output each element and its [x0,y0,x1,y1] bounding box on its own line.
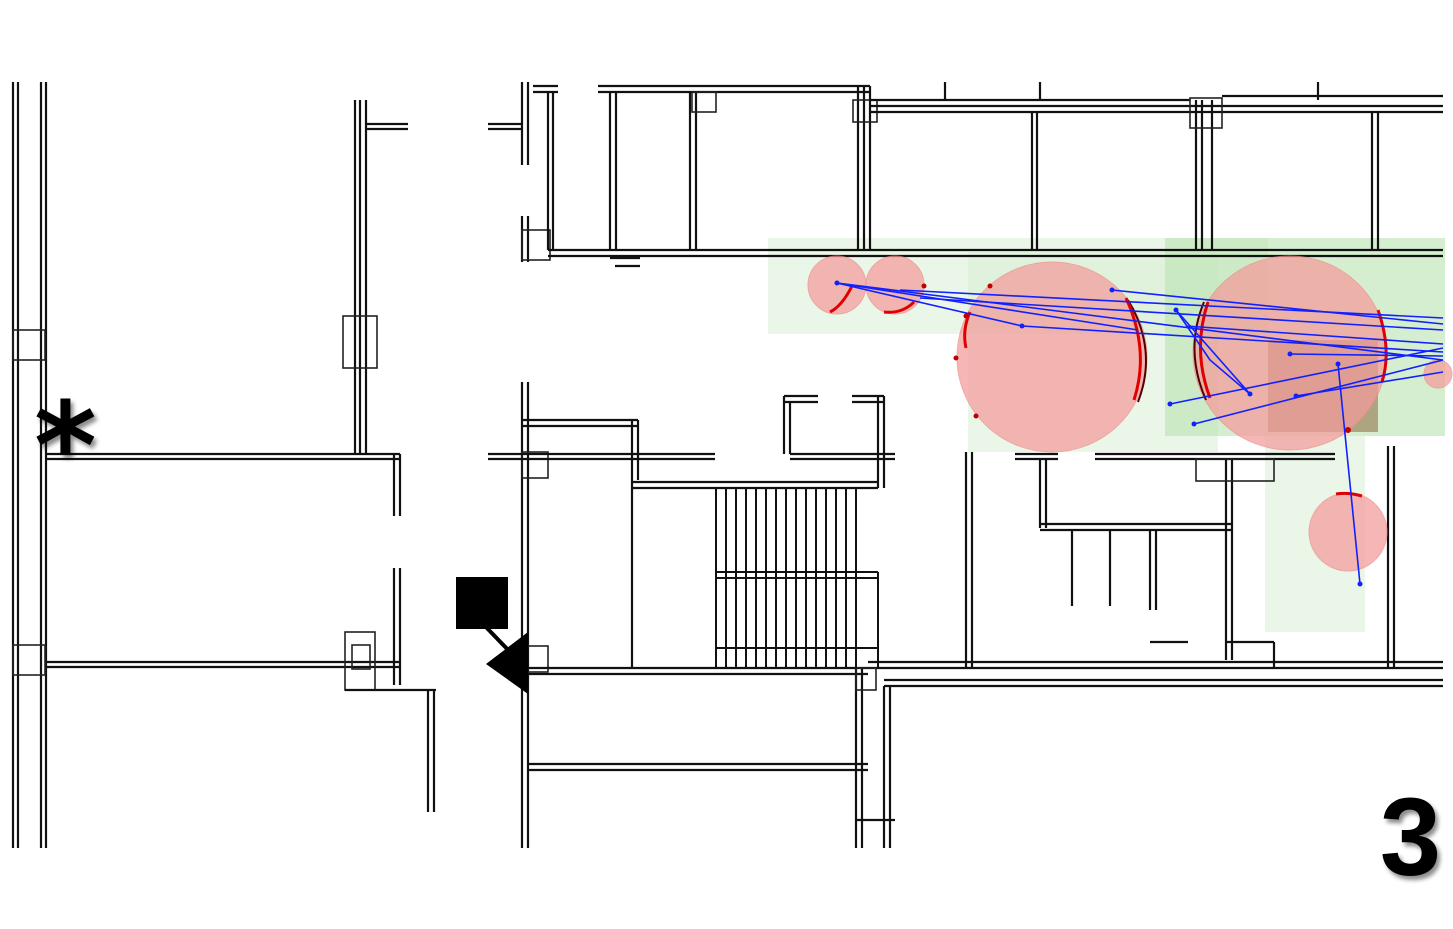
asterisk-start-marker-icon: * [34,378,97,517]
trajectory-tracks [836,282,1444,585]
walls [11,82,1443,848]
uncertainty-bubble [865,255,925,315]
uncertainty-bubble [1308,492,1388,572]
robot-pose-arrow-icon [456,577,528,694]
staircase [715,488,879,668]
page-number: 3 [1379,776,1441,899]
trajectory-nodes [834,280,1363,587]
